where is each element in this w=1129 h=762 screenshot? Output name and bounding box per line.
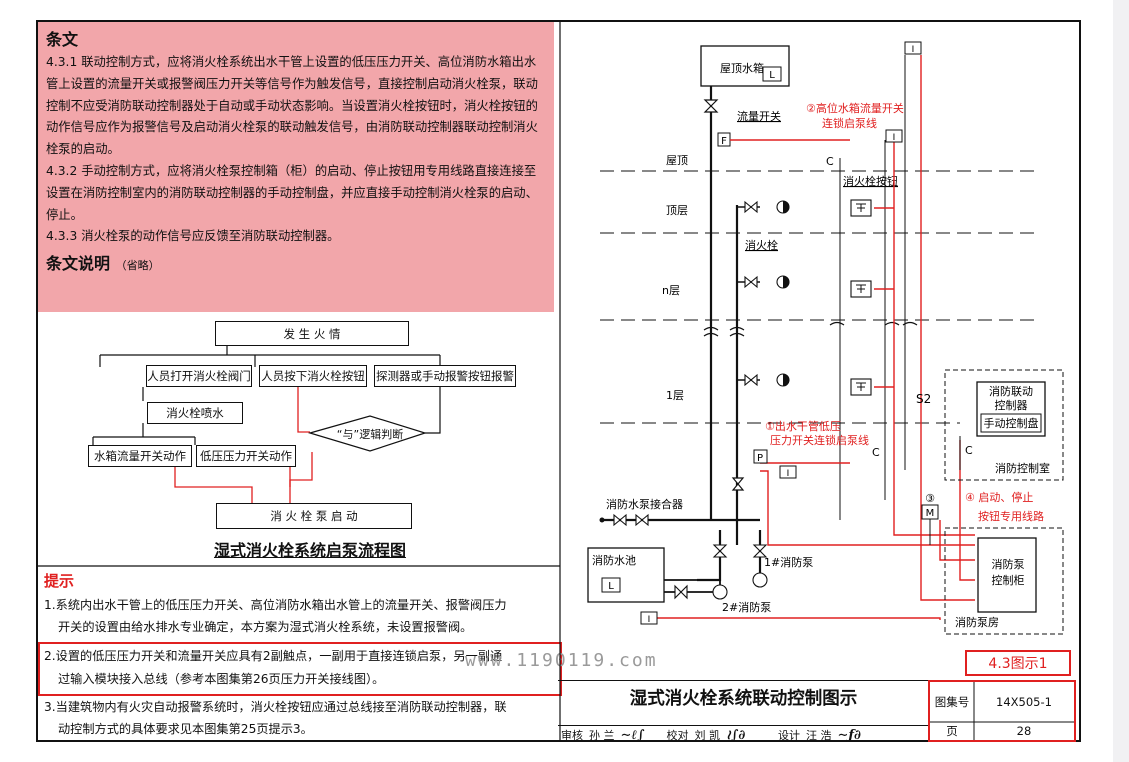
atlas-number: 14X505-1 — [996, 695, 1052, 709]
page-label: 页 — [946, 724, 958, 738]
atlas-grid — [930, 682, 1074, 740]
flow-switch-label: 流量开关 — [737, 109, 781, 123]
tip-3b: 动控制方式的具体要求见本图集第25页提示3。 — [58, 722, 313, 736]
title-block: 湿式消火栓系统联动控制图示 审核 孙 兰 ∼ℓ∫ 校对 刘 凯 ≀∫∂ 设计 汪… — [558, 680, 929, 743]
flow-switch-F: F — [721, 136, 727, 147]
s2-label: S2 — [916, 392, 931, 406]
drawing-title: 湿式消火栓系统联动控制图示 — [629, 689, 858, 709]
clause-title: 条文 — [46, 30, 79, 49]
pump-1-label: 1#消防泵 — [764, 555, 813, 569]
pump-2-label: 2#消防泵 — [722, 600, 771, 614]
clause-4-3-1: 4.3.1 联动控制方式，应将消火栓系统出水干管上设置的低压压力开关、高位消防水… — [46, 55, 538, 157]
tips-panel: 提示 1.系统内出水干管上的低压压力开关、高位消防水箱出水管上的流量开关、报警阀… — [38, 566, 562, 742]
design-label: 设计 — [778, 729, 800, 742]
hydrant-label: 消火栓 — [745, 238, 778, 252]
tips-title: 提示 — [44, 572, 75, 590]
note-2-line2: 连锁启泵线 — [822, 116, 877, 130]
pump-cabinet-line2: 控制柜 — [992, 573, 1025, 587]
roof-tank-level: L — [769, 70, 775, 81]
and-logic-diamond — [307, 415, 427, 452]
controller-line1: 消防联动 — [989, 384, 1033, 398]
pump-start-flowchart: 发 生 火 情 人员打开消火栓阀门 人员按下消火栓按钮 探测器或手动报警按钮报警… — [40, 315, 560, 565]
hydrant-button-label: 消火栓按钮 — [843, 174, 898, 188]
note-3: ③ — [925, 492, 935, 505]
check-label: 校对 — [666, 729, 689, 742]
tip-1a: 1.系统内出水干管上的低压压力开关、高位消防水箱出水管上的流量开关、报警阀压力 — [44, 598, 507, 612]
io-module-2: I — [893, 133, 896, 143]
tank-flow-switch-box: 水箱流量开关动作 — [88, 445, 192, 467]
tip-3a: 3.当建筑物内有火灾自动报警系统时，消火栓按钮应通过总线接至消防联动控制器，联 — [44, 700, 507, 714]
control-room-label: 消防控制室 — [995, 461, 1050, 475]
roof-tank-label: 屋顶水箱 — [720, 61, 764, 75]
fire-occurs-box: 发 生 火 情 — [215, 321, 409, 346]
pump-room-label: 消防泵房 — [955, 615, 999, 629]
floor-roof: 屋顶 — [666, 154, 688, 167]
pump-cabinet-line1: 消防泵 — [992, 557, 1025, 571]
designer-signature: ∼ƒ∂ — [837, 727, 861, 743]
review-label: 审核 — [561, 729, 583, 742]
flowchart-connectors — [92, 346, 441, 503]
clause-panel: 条文 4.3.1 联动控制方式，应将消火栓系统出水干管上设置的低压压力开关、高位… — [38, 22, 554, 312]
tip-2-highlight — [38, 642, 562, 696]
tip-2a: 2.设置的低压压力开关和流量开关应具有2副触点，一副用于直接连锁启泵，另一副通 — [44, 649, 503, 663]
flowchart-title: 湿式消火栓系统启泵流程图 — [213, 541, 406, 560]
fire-pool-label: 消防水池 — [592, 553, 636, 567]
page-number: 28 — [1016, 724, 1032, 738]
pool-level: L — [608, 581, 614, 592]
approval-row: 审核 孙 兰 ∼ℓ∫ 校对 刘 凯 ≀∫∂ 设计 汪 浩 ∼ƒ∂ — [558, 725, 929, 744]
open-valve-box: 人员打开消火栓阀门 — [146, 365, 252, 387]
io-module-4: I — [648, 615, 651, 625]
io-module-1: I — [912, 45, 915, 55]
clause-4-3-2: 4.3.2 手动控制方式，应将消火栓泵控制箱（柜）的启动、停止按钮用专用线路直接… — [46, 163, 538, 222]
detector-alarm-box: 探测器或手动报警按钮报警 — [374, 365, 516, 387]
c-mark-1: C — [826, 155, 834, 168]
and-logic-label: “与”逻辑判断 — [336, 428, 404, 441]
manual-panel-label: 手动控制盘 — [984, 416, 1039, 430]
checker-signature: ≀∫∂ — [726, 727, 746, 743]
drawing-frame — [36, 20, 1081, 742]
floor-top: 顶层 — [666, 204, 688, 217]
note-1-line1: ①出水干管低压 — [765, 419, 841, 433]
atlas-info: 图集号 14X505-1 页 28 — [928, 680, 1076, 742]
tip-1b: 开关的设置由给水排水专业确定，本方案为湿式消火栓系统，未设置报警阀。 — [58, 620, 473, 634]
tip-2b: 过输入模块接入总线（参考本图集第26页压力开关接线图）。 — [58, 672, 385, 686]
fire-pool-box — [587, 547, 665, 603]
c-mark-3: C — [965, 444, 973, 457]
pump-start-box: 消 火 栓 泵 启 动 — [216, 503, 412, 529]
note-4-line1: ④ 启动、停止 — [965, 490, 1033, 504]
reviewer-name: 孙 兰 — [589, 729, 615, 742]
clause-explanation: 条文说明 （省略） — [46, 254, 160, 274]
module-M: M — [926, 508, 935, 519]
note-4-line2: 按钮专用线路 — [978, 509, 1044, 523]
io-module-3: I — [787, 469, 790, 479]
hydrant-spray-box: 消火栓喷水 — [147, 402, 243, 424]
designer-name: 汪 浩 — [806, 729, 832, 742]
controller-line2: 控制器 — [995, 398, 1028, 412]
pressure-switch-P: P — [757, 453, 763, 464]
note-2-line1: ②高位水箱流量开关 — [806, 101, 904, 115]
pump-adapter-label: 消防水泵接合器 — [606, 497, 683, 511]
floor-1: 1层 — [666, 389, 684, 402]
side-margin — [1113, 0, 1129, 762]
checker-name: 刘 凯 — [694, 729, 721, 742]
c-mark-2: C — [872, 446, 880, 459]
note-1-line2: 压力开关连锁启泵线 — [770, 433, 869, 447]
atlas-label: 图集号 — [934, 695, 970, 709]
press-button-box: 人员按下消火栓按钮 — [259, 365, 367, 387]
figure-number: 4.3图示1 — [965, 650, 1071, 676]
clause-4-3-3: 4.3.3 消火栓泵的动作信号应反馈至消防联动控制器。 — [46, 229, 340, 244]
reviewer-signature: ∼ℓ∫ — [620, 728, 645, 743]
pump-control-cabinet — [977, 537, 1037, 613]
floor-n: n层 — [662, 284, 680, 297]
clause-explanation-note: （省略） — [115, 259, 160, 273]
pressure-switch-box: 低压压力开关动作 — [196, 445, 296, 467]
